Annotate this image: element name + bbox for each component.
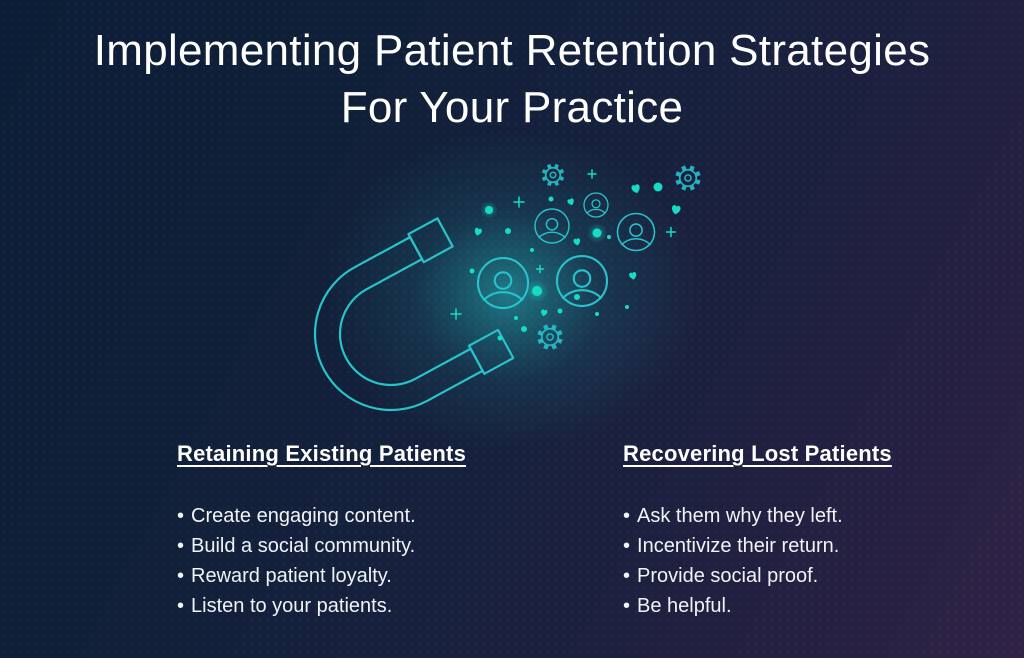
- dot: [514, 316, 518, 320]
- page-title-line2: For Your Practice: [340, 83, 684, 132]
- gear-icon: [537, 324, 563, 350]
- bullet-glyph: •: [623, 535, 631, 557]
- sparkle-plus-icon: [513, 196, 525, 208]
- person-icon: [534, 208, 570, 244]
- heart-icon: [573, 238, 581, 246]
- bullet-glyph: •: [623, 565, 631, 587]
- person-outline-circle: [616, 212, 656, 252]
- column-retaining-existing-patients: Retaining Existing Patients • Create enga…: [177, 441, 507, 621]
- heart-icon: [631, 184, 640, 194]
- bullet-list: • Ask them why they left. • Incentivize th…: [623, 501, 953, 621]
- bullet-item: • Provide social proof.: [623, 561, 953, 591]
- gear-hole: [546, 333, 554, 341]
- dot: [625, 305, 629, 309]
- dot: [595, 312, 599, 316]
- dot: [485, 206, 493, 214]
- heart-icon: [567, 198, 574, 206]
- bullet-glyph: •: [177, 505, 185, 527]
- person-icon: [555, 254, 609, 308]
- magnet-body: [313, 236, 484, 412]
- person-outline-circle: [555, 254, 609, 308]
- magnet-icon: [313, 217, 515, 412]
- bullet-glyph: •: [623, 505, 631, 527]
- dot: [505, 228, 511, 234]
- gear-icon: [541, 163, 565, 187]
- bullet-text: Provide social proof.: [637, 565, 819, 587]
- person-head: [629, 223, 643, 238]
- dot: [653, 182, 663, 192]
- person-outline-circle: [534, 208, 570, 244]
- person-head: [572, 269, 592, 288]
- gear-hole: [549, 171, 557, 179]
- gear-ring: [678, 168, 698, 188]
- dot: [574, 294, 580, 300]
- bullet-text: Listen to your patients.: [191, 595, 393, 617]
- sparkle-plus-icon: [665, 226, 677, 238]
- teal-glow-inner: [413, 207, 603, 383]
- person-head: [545, 217, 559, 231]
- heart-icon: [629, 271, 637, 280]
- person-icon: [616, 212, 656, 252]
- dot: [548, 196, 554, 202]
- gear-ring: [540, 327, 560, 347]
- bullet-text: Create engaging content.: [191, 505, 416, 527]
- magnet-pole-tip: [407, 217, 454, 264]
- column-heading: Retaining Existing Patients: [177, 441, 467, 466]
- dot: [469, 268, 475, 274]
- bullet-glyph: •: [177, 565, 185, 587]
- person-shoulders: [482, 291, 524, 302]
- page-title: Implementing Patient Retention Strategie…: [0, 22, 1024, 136]
- person-shoulders: [538, 231, 566, 239]
- bullet-text: Build a social community.: [191, 535, 416, 557]
- column-heading: Recovering Lost Patients: [623, 441, 892, 466]
- gear-ring: [544, 166, 562, 184]
- sparkle-plus-icon: [587, 169, 597, 179]
- gear-icon: [675, 165, 701, 191]
- column-recovering-lost-patients: Recovering Lost Patients • Ask them why t…: [623, 441, 953, 621]
- heart-icon: [474, 227, 482, 236]
- sparkle-plus-icon: [450, 308, 462, 320]
- sparkle-plus-icon: [535, 264, 545, 274]
- dot: [532, 286, 542, 296]
- person-head: [591, 199, 601, 209]
- person-shoulders: [561, 289, 603, 300]
- bullet-glyph: •: [177, 535, 185, 557]
- magnet-pole-tip: [467, 328, 515, 375]
- page-title-line1: Implementing Patient Retention Strategie…: [93, 26, 931, 75]
- bullet-item: • Build a social community.: [177, 531, 507, 561]
- bullet-text: Be helpful.: [637, 595, 732, 617]
- bullet-glyph: •: [623, 595, 631, 617]
- person-icon: [583, 192, 609, 218]
- bullet-glyph: •: [177, 595, 185, 617]
- bullet-text: Incentivize their return.: [637, 535, 840, 557]
- heart-icon: [541, 309, 548, 317]
- dot: [557, 308, 563, 314]
- bullet-item: • Ask them why they left.: [623, 501, 953, 531]
- person-head: [493, 271, 513, 290]
- dot: [607, 235, 611, 239]
- bullet-item: • Create engaging content.: [177, 501, 507, 531]
- dot: [497, 335, 503, 341]
- dot: [521, 326, 527, 332]
- heart-icon: [671, 205, 681, 215]
- bullet-text: Ask them why they left.: [637, 505, 843, 527]
- bullet-item: • Reward patient loyalty.: [177, 561, 507, 591]
- bullet-item: • Be helpful.: [623, 591, 953, 621]
- bullet-item: • Listen to your patients.: [177, 591, 507, 621]
- person-outline-circle: [583, 192, 609, 218]
- bullet-text: Reward patient loyalty.: [191, 565, 392, 587]
- person-shoulders: [586, 208, 606, 214]
- bullet-list: • Create engaging content. • Build a socia…: [177, 501, 507, 621]
- person-shoulders: [620, 238, 652, 246]
- bullet-item: • Incentivize their return.: [623, 531, 953, 561]
- gear-hole: [684, 174, 692, 182]
- dot: [592, 228, 602, 238]
- dot: [530, 248, 534, 252]
